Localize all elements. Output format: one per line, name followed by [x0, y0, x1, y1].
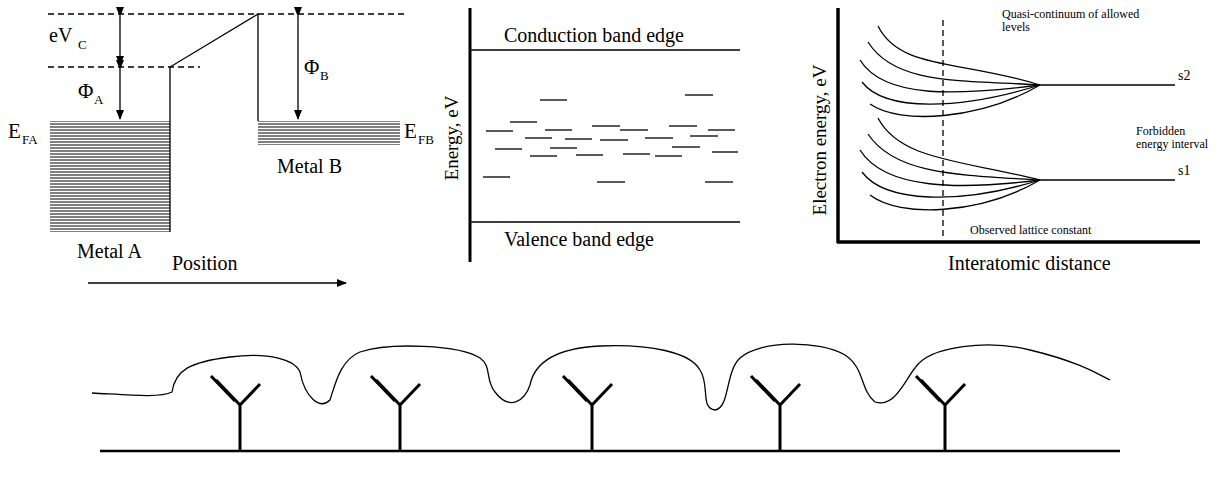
junction-diagram — [48, 14, 405, 283]
subscript: FA — [22, 133, 38, 147]
subscript: FB — [418, 133, 434, 147]
fermi-level-label: E — [404, 120, 417, 143]
axis-label: Electron energy, eV — [810, 65, 831, 216]
trap-levels — [470, 8, 740, 262]
axis-label: Interatomic distance — [948, 252, 1111, 274]
antibody-symbol — [211, 376, 260, 451]
part-name: Metal A — [77, 240, 142, 262]
level-label: s1 — [1178, 163, 1190, 178]
antibody-symbol — [371, 376, 420, 451]
voltage-label: eV — [49, 24, 72, 46]
band-edge-label: Valence band edge — [504, 228, 654, 250]
region-label: Quasi-continuum of allowed levels — [1002, 8, 1152, 34]
part-name: Metal B — [277, 155, 342, 177]
antibody-symbol — [751, 376, 800, 451]
fermi-level-label: E — [8, 120, 21, 143]
antibody-surface — [92, 344, 1120, 451]
subscript: B — [320, 69, 329, 83]
subscript: A — [94, 93, 103, 107]
axis-label: Position — [172, 252, 238, 274]
annotation: Observed lattice constant — [970, 224, 1091, 237]
axis-label: Energy, eV — [442, 96, 463, 181]
work-function-label: Φ — [304, 56, 319, 79]
band-edge-label: Conduction band edge — [504, 24, 684, 46]
subscript: C — [78, 38, 87, 52]
antibody-symbol — [563, 376, 612, 451]
region-label: Forbidden energy interval — [1136, 125, 1216, 151]
antibody-symbol — [916, 376, 965, 451]
level-label: s2 — [1178, 68, 1190, 83]
work-function-label: Φ — [78, 80, 93, 103]
